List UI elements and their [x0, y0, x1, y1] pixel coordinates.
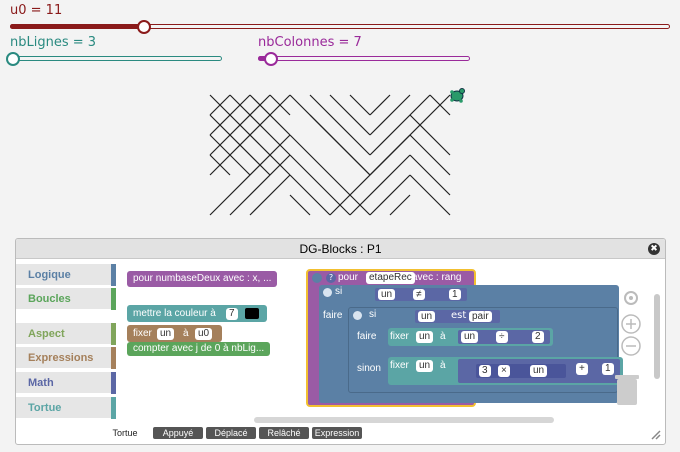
category-logique-bar [111, 264, 116, 286]
category-aspect[interactable]: Aspect [16, 323, 116, 345]
num-one-field[interactable]: 1 [449, 289, 461, 300]
slider-nblignes-track[interactable] [10, 56, 222, 61]
num-two-field[interactable]: 2 [532, 331, 544, 343]
target-icon[interactable] [620, 287, 642, 309]
num-one-field[interactable]: 1 [602, 363, 614, 375]
zoom-out-icon[interactable] [620, 335, 642, 357]
fixer-div-block[interactable]: fixer un à un ÷ 2 [388, 328, 553, 346]
pour-label: pour [338, 272, 359, 283]
category-expressions[interactable]: Expressions [16, 347, 116, 369]
var-un-dropdown[interactable]: un [530, 365, 548, 377]
proc-numbasedeux-block[interactable]: pour numbaseDeux avec : x, ... [127, 271, 278, 287]
var-un-dropdown[interactable]: un [378, 289, 396, 300]
var-un-dropdown[interactable]: un [418, 311, 436, 322]
op-plus-dropdown[interactable]: + [576, 363, 588, 375]
fixer-label: fixer [390, 331, 409, 342]
horizontal-scrollbar[interactable] [254, 417, 554, 423]
category-boucles[interactable]: Boucles [16, 288, 116, 310]
slider-u0-label: u0 = 11 [10, 3, 63, 18]
pair-dropdown[interactable]: pair [469, 311, 492, 322]
var-un-dropdown[interactable]: un [416, 331, 434, 343]
est-pair-block[interactable]: un est pair [415, 310, 500, 323]
color-block[interactable]: mettre la couleur à 7 [127, 305, 267, 322]
category-tortue-bar [111, 397, 116, 419]
slider-u0-knob[interactable] [137, 20, 151, 34]
turtle-drawing [209, 88, 465, 216]
category-expressions-bar [111, 347, 116, 369]
slider-nblignes-label: nbLignes = 3 [10, 35, 97, 50]
slider-nblignes-knob[interactable] [6, 52, 20, 66]
sinon-label: sinon [357, 363, 381, 374]
proc-name-field[interactable]: etapeRec [366, 272, 415, 284]
tab-expression[interactable]: Expression [312, 427, 362, 439]
fixer-expr-block[interactable]: fixer un à 3 × un + 1 [388, 357, 623, 385]
tab-appuye[interactable]: Appuyé [153, 427, 203, 439]
help-icon[interactable]: ? [326, 273, 336, 283]
fixer-label: fixer [133, 328, 152, 339]
fixer-var-dropdown[interactable]: un [157, 328, 175, 340]
gear-icon [353, 311, 362, 320]
color-swatch[interactable] [245, 308, 259, 319]
category-math[interactable]: Math [16, 372, 116, 394]
plus-expression[interactable]: 3 × un + 1 [458, 359, 620, 383]
div-expression[interactable]: un ÷ 2 [458, 330, 550, 344]
fixer-block[interactable]: fixer un à u0 [127, 325, 222, 342]
color-number-field[interactable]: 7 [226, 308, 238, 320]
num-three-field[interactable]: 3 [479, 365, 491, 377]
faire-label: faire [323, 310, 343, 321]
slider-nbcolonnes-track[interactable] [258, 56, 470, 61]
si-label: si [335, 286, 343, 297]
proc-params-label: avec : rang [412, 272, 462, 283]
fixer-label: fixer [390, 360, 409, 371]
resize-icon[interactable] [650, 429, 662, 441]
count-loop-block[interactable]: compter avec j de 0 à nbLig... [127, 342, 271, 356]
tab-deplace[interactable]: Déplacé [206, 427, 256, 439]
zoom-in-icon[interactable] [620, 313, 642, 335]
gear-icon[interactable] [312, 273, 322, 283]
op-times-dropdown[interactable]: × [498, 365, 510, 377]
op-neq-dropdown[interactable]: ≠ [413, 289, 425, 300]
category-math-bar [111, 372, 116, 394]
category-logique[interactable]: Logique [16, 264, 116, 286]
compare-block[interactable]: un ≠ 1 [375, 288, 467, 301]
vertical-scrollbar[interactable] [654, 294, 660, 379]
inner-si-label: si [369, 309, 377, 320]
a-label: à [440, 331, 446, 342]
category-boucles-bar [111, 288, 116, 310]
fixer-a-label: à [183, 328, 189, 339]
category-aspect-bar [111, 323, 116, 345]
slider-nbcolonnes-knob[interactable] [264, 52, 278, 66]
fixer-val-dropdown[interactable]: u0 [195, 328, 213, 340]
var-un-dropdown[interactable]: un [461, 331, 479, 343]
close-icon[interactable]: ✖ [648, 243, 660, 255]
tab-relache[interactable]: Relâché [259, 427, 309, 439]
trash-icon[interactable] [614, 371, 640, 407]
op-div-dropdown[interactable]: ÷ [496, 331, 508, 343]
category-tortue[interactable]: Tortue [16, 397, 116, 419]
slider-nbcolonnes-label: nbColonnes = 7 [258, 35, 362, 50]
window-title: DG-Blocks : P1 [16, 239, 665, 259]
a-label: à [440, 360, 446, 371]
slider-u0-fill [10, 24, 145, 29]
gear-icon [323, 288, 332, 297]
var-un-dropdown[interactable]: un [416, 360, 434, 372]
times-expression[interactable]: 3 × un [476, 364, 566, 378]
est-label: est [451, 310, 467, 321]
dg-blocks-window: DG-Blocks : P1 ✖ Logique Boucles Aspect … [15, 238, 666, 445]
color-block-label: mettre la couleur à [133, 308, 216, 319]
turtle-icon [450, 88, 465, 103]
tab-tortue[interactable]: Tortue [101, 427, 149, 439]
drawing-lines [209, 94, 451, 216]
inner-faire-label: faire [357, 331, 377, 342]
